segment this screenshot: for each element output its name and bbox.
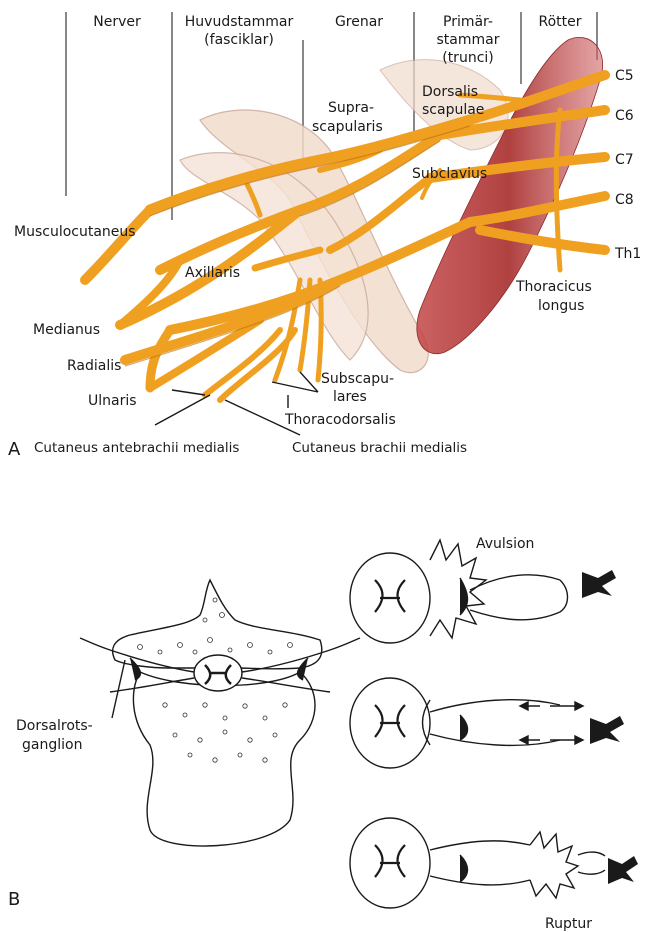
header-trunci: (trunci) bbox=[442, 50, 494, 66]
root-th1: Th1 bbox=[614, 246, 641, 262]
panel-letter-b: B bbox=[8, 889, 20, 910]
label-thoracodorsalis: Thoracodorsalis bbox=[284, 412, 396, 428]
root-c5: C5 bbox=[615, 68, 634, 84]
root-c6: C6 bbox=[615, 108, 634, 124]
header-stammar: stammar bbox=[437, 32, 500, 48]
label-musculocutaneus: Musculocutaneus bbox=[14, 224, 136, 240]
label-ruptur: Ruptur bbox=[545, 916, 592, 932]
label-ganglion: ganglion bbox=[22, 737, 82, 753]
root-c7: C7 bbox=[615, 152, 634, 168]
label-cutaneus-brachii: Cutaneus brachii medialis bbox=[292, 440, 467, 456]
label-axillaris: Axillaris bbox=[185, 265, 240, 281]
panel-letter-a: A bbox=[8, 439, 21, 460]
header-fasciklar: (fasciklar) bbox=[204, 32, 274, 48]
label-scapulae: scapulae bbox=[422, 102, 484, 118]
panel-b bbox=[80, 540, 638, 908]
label-radialis: Radialis bbox=[67, 358, 121, 374]
header-rotter: Rötter bbox=[538, 14, 581, 30]
root-c8: C8 bbox=[615, 192, 634, 208]
label-lares: lares bbox=[333, 389, 367, 405]
header-nerver: Nerver bbox=[93, 14, 141, 30]
ganglion-leader bbox=[112, 660, 125, 718]
label-subscapu: Subscapu- bbox=[321, 371, 394, 387]
arrow-rupture bbox=[608, 856, 638, 884]
label-dorsalis: Dorsalis bbox=[422, 84, 478, 100]
label-longus: longus bbox=[538, 298, 584, 314]
rupture-illustration bbox=[350, 818, 605, 908]
arrow-stretch bbox=[590, 716, 624, 744]
label-thoracicus: Thoracicus bbox=[515, 279, 592, 295]
label-avulsion: Avulsion bbox=[476, 536, 534, 552]
header-primar: Primär- bbox=[443, 14, 493, 30]
stretch-illustration bbox=[350, 678, 583, 768]
arrow-avulsion bbox=[582, 570, 616, 598]
label-scapularis: scapularis bbox=[312, 119, 383, 135]
avulsion-illustration bbox=[350, 540, 568, 643]
label-ulnaris: Ulnaris bbox=[88, 393, 137, 409]
label-supra: Supra- bbox=[328, 100, 374, 116]
panel-a: Nerver Huvudstammar (fasciklar) Grenar P… bbox=[8, 12, 641, 460]
label-cutaneus-antebrachii: Cutaneus antebrachii medialis bbox=[34, 440, 239, 456]
vertebra bbox=[80, 580, 360, 846]
label-subclavius: Subclavius bbox=[412, 166, 487, 182]
label-dorsalrots: Dorsalrots- bbox=[16, 718, 93, 734]
label-medianus: Medianus bbox=[33, 322, 100, 338]
header-huvudstammar: Huvudstammar bbox=[185, 14, 294, 30]
header-grenar: Grenar bbox=[335, 14, 383, 30]
